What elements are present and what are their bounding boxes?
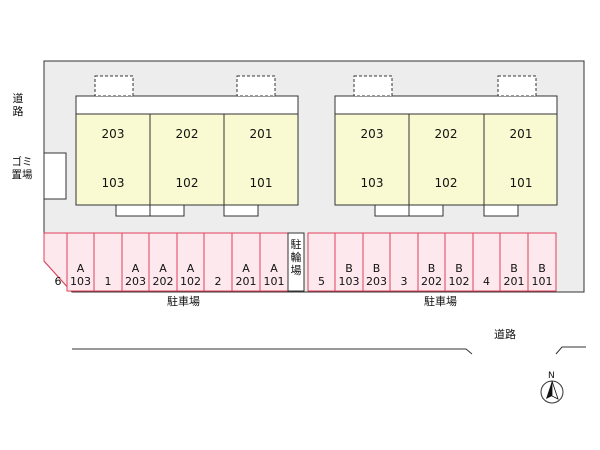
road-label-left: 道路 bbox=[12, 92, 24, 118]
garbage-area bbox=[43, 152, 67, 200]
building-east-balcony bbox=[334, 95, 558, 115]
road-line bbox=[72, 348, 473, 355]
parking-slot-building-letter: A bbox=[186, 262, 195, 275]
parking-slot-number: 4 bbox=[483, 275, 490, 288]
parking-slot-building-letter: B bbox=[510, 262, 518, 275]
unit-number: 103 bbox=[360, 176, 384, 190]
unit-number: 102 bbox=[175, 176, 199, 190]
parking-slot bbox=[472, 232, 501, 292]
parking-slot-building-letter: A bbox=[270, 262, 278, 275]
unit-number: 203 bbox=[360, 127, 384, 141]
parking-slot bbox=[231, 232, 261, 292]
parking-slot-number: 101 bbox=[531, 275, 553, 288]
parking-slot bbox=[307, 232, 336, 292]
parking-right-group bbox=[307, 232, 557, 292]
parking-slot-number: 1 bbox=[104, 275, 112, 288]
building-west-step bbox=[115, 204, 151, 217]
parking-label-right: 駐車場 bbox=[424, 295, 457, 308]
building-west-ac-unit bbox=[94, 75, 134, 97]
unit-number: 201 bbox=[249, 127, 273, 141]
building-east-step bbox=[408, 204, 444, 217]
parking-slot-building-letter: A bbox=[242, 262, 250, 275]
parking-slot-number: 6 bbox=[54, 275, 62, 288]
unit-number: 203 bbox=[101, 127, 125, 141]
building-east-step bbox=[374, 204, 410, 217]
parking-slot bbox=[93, 232, 123, 292]
parking-slot bbox=[66, 232, 95, 292]
parking-slot-number: 103 bbox=[70, 275, 91, 288]
parking-slot-building-letter: B bbox=[427, 262, 436, 275]
parking-slot-number: 202 bbox=[152, 275, 174, 288]
parking-slot-number: 203 bbox=[125, 275, 146, 288]
building-east bbox=[334, 113, 558, 206]
parking-slot-building-letter: B bbox=[372, 262, 381, 275]
bicycle-parking bbox=[287, 232, 305, 292]
parking-slot bbox=[362, 232, 391, 292]
parking-slot-number: 102 bbox=[448, 275, 470, 288]
unit-number: 101 bbox=[509, 176, 533, 190]
building-west bbox=[75, 113, 299, 206]
parking-slot-building-letter: B bbox=[345, 262, 353, 275]
parking-left-group bbox=[43, 232, 289, 292]
parking-slot bbox=[417, 232, 446, 292]
parking-slot bbox=[444, 232, 474, 292]
parking-slot-number: 102 bbox=[180, 275, 201, 288]
building-east-ac-unit bbox=[353, 75, 393, 97]
bicycle-parking-label: 駐輪場 bbox=[290, 238, 302, 277]
parking-slot-building-letter: A bbox=[76, 262, 85, 275]
building-west-step bbox=[223, 204, 259, 217]
parking-slot bbox=[176, 232, 205, 292]
parking-slot bbox=[259, 232, 289, 292]
parking-slot-building-letter: A bbox=[159, 262, 167, 275]
parking-slot-building-letter: B bbox=[455, 262, 463, 275]
parking-label-left: 駐車場 bbox=[167, 295, 200, 308]
building-west-balcony bbox=[75, 95, 299, 115]
unit-number: 101 bbox=[249, 176, 273, 190]
parking-slot bbox=[203, 232, 233, 292]
parking-slot bbox=[527, 232, 557, 292]
parking-slot-number: 2 bbox=[214, 275, 222, 288]
unit-number: 102 bbox=[434, 176, 458, 190]
parking-slot-building-letter: B bbox=[538, 262, 546, 275]
parking-slot-number: 201 bbox=[235, 275, 257, 288]
unit-number: 103 bbox=[101, 176, 125, 190]
parking-slot bbox=[148, 232, 178, 292]
building-west-ac-unit bbox=[236, 75, 276, 97]
parking-slot-number: 203 bbox=[366, 275, 387, 288]
building-east-step bbox=[483, 204, 519, 217]
road-line bbox=[555, 346, 586, 355]
unit-number: 202 bbox=[434, 127, 458, 141]
parking-slot-number: 202 bbox=[421, 275, 442, 288]
unit-number: 201 bbox=[509, 127, 533, 141]
building-east-ac-unit bbox=[497, 75, 537, 97]
parking-slot-number: 3 bbox=[400, 275, 408, 288]
parking-slot-number: 5 bbox=[318, 275, 325, 288]
north-arrow-icon bbox=[546, 381, 552, 399]
north-label: N bbox=[548, 371, 555, 381]
parking-slot-number: 101 bbox=[263, 275, 285, 288]
building-west-step bbox=[149, 204, 185, 217]
parking-slot bbox=[121, 232, 150, 292]
north-arrow-icon-half bbox=[551, 380, 559, 400]
road-label-bottom: 道路 bbox=[494, 328, 516, 341]
parking-slot bbox=[499, 232, 529, 292]
parking-slot-number: 201 bbox=[503, 275, 525, 288]
unit-number: 202 bbox=[175, 127, 199, 141]
parking-slot-building-letter: A bbox=[131, 262, 140, 275]
parking-slot-number: 103 bbox=[338, 275, 360, 288]
garbage-label: ゴミ置場 bbox=[11, 156, 33, 181]
